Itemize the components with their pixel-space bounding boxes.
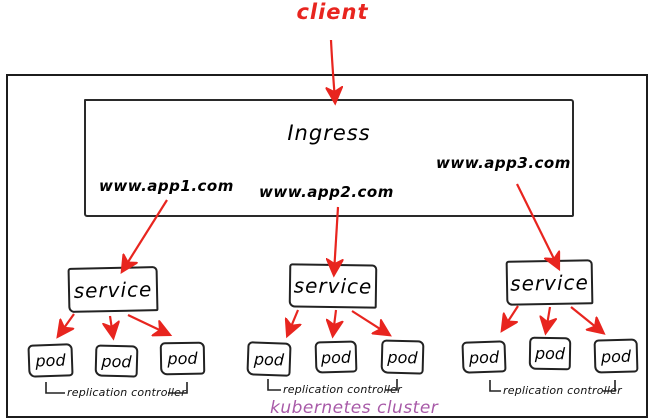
pod-box: pod <box>528 336 572 371</box>
host-label-app3: www.app3.com <box>436 154 571 172</box>
pod-box: pod <box>246 341 292 377</box>
replication-controller-label-3: replication controller <box>503 384 622 397</box>
pod-box: pod <box>461 340 507 374</box>
cluster-boundary <box>6 74 648 418</box>
host-label-app1: www.app1.com <box>99 177 234 195</box>
pod-box: pod <box>159 341 206 376</box>
replication-controller-label-2: replication controller <box>283 383 402 396</box>
service-box-2: service <box>288 263 378 309</box>
pod-box: pod <box>27 343 74 378</box>
pod-box: pod <box>94 344 139 378</box>
replication-controller-label-1: replication controller <box>67 386 186 399</box>
kubernetes-cluster-label: kubernetes cluster <box>270 398 439 418</box>
ingress-title: Ingress <box>287 121 371 145</box>
pod-box: pod <box>380 339 425 375</box>
service-box-1: service <box>67 266 159 313</box>
host-label-app2: www.app2.com <box>259 183 394 201</box>
pod-box: pod <box>314 340 358 374</box>
client-label: client <box>296 0 369 24</box>
service-box-3: service <box>505 259 594 306</box>
pod-box: pod <box>593 338 639 374</box>
